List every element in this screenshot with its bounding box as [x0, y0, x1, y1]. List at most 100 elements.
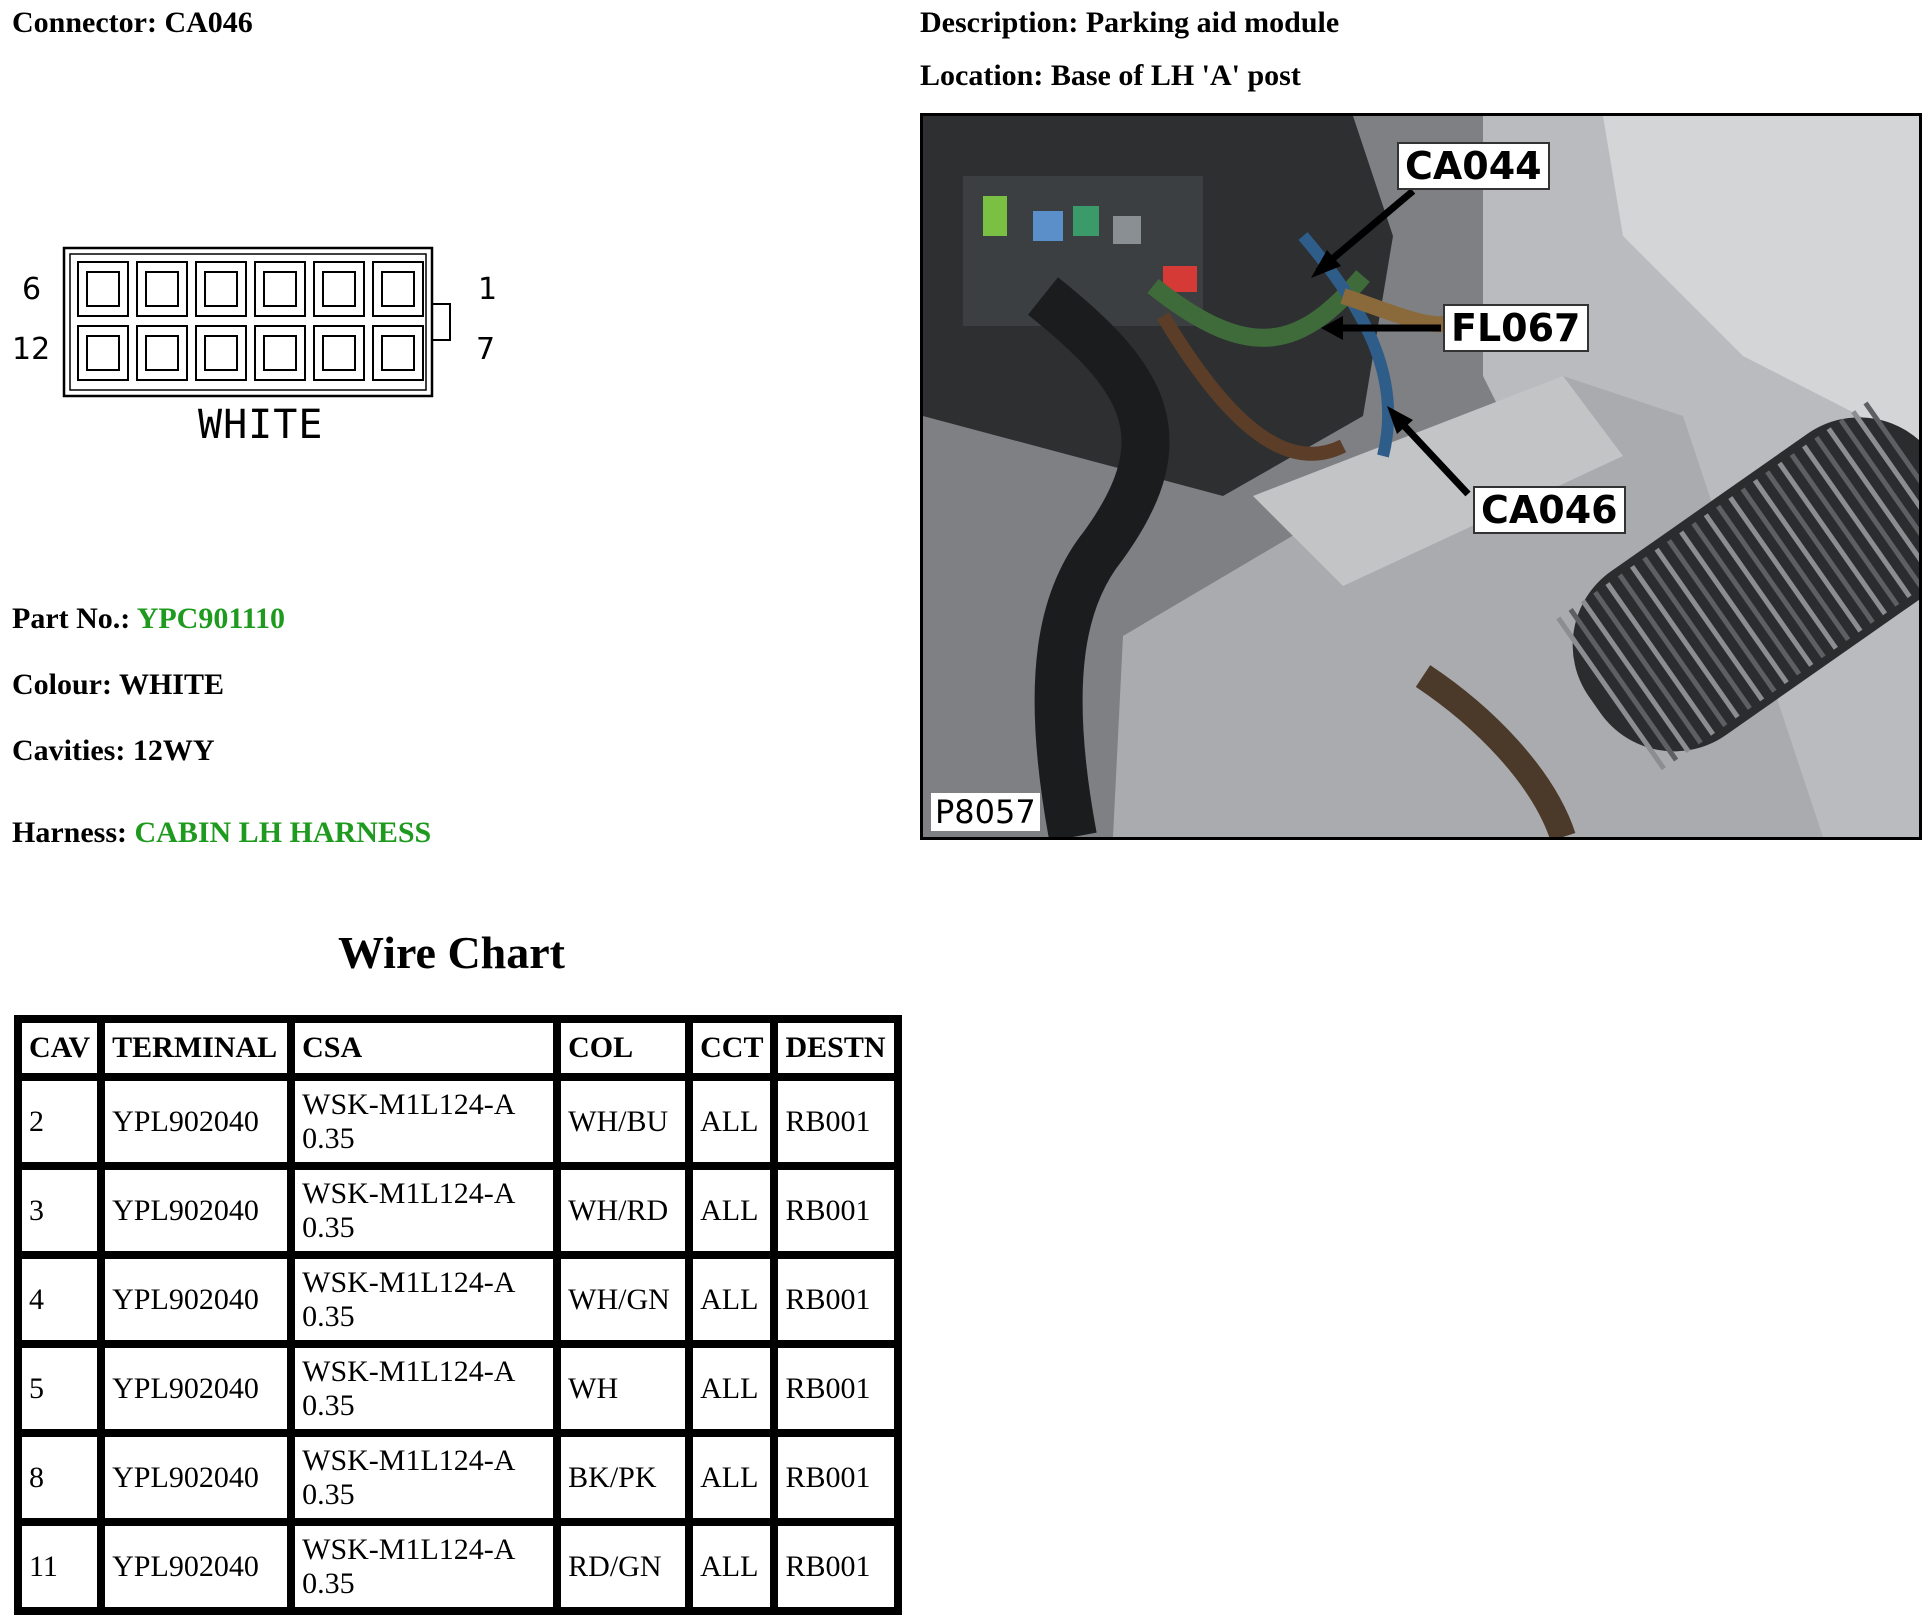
header-destn: DESTN [774, 1019, 898, 1077]
part-no-label: Part No.: [12, 602, 131, 635]
pin-label-7: 7 [476, 332, 496, 367]
connector-cavity-inner [204, 335, 238, 371]
cell-cav: 2 [18, 1077, 102, 1166]
tube-rib [1716, 504, 1826, 659]
part-no-link[interactable]: YPC901110 [136, 602, 286, 635]
connector-cavity-inner [86, 271, 120, 307]
callout-fl067: FL067 [1443, 304, 1589, 352]
tube-rib [1765, 470, 1875, 624]
cell-csa-size: 0.35 [302, 1388, 355, 1422]
cell-csa-size: 0.35 [302, 1566, 355, 1600]
cell-csa-spec: WSK-M1L124-A [302, 1176, 516, 1210]
cavities-label: Cavities: [12, 734, 126, 767]
cell-terminal: YPL902040 [101, 1166, 292, 1255]
connector-cavity-inner [145, 335, 179, 371]
tube-ribs [1556, 401, 1919, 771]
connector-cavity-inner [381, 335, 415, 371]
connector-cavity-inner [263, 271, 297, 307]
cell-cav: 8 [18, 1433, 102, 1522]
connector-cavity-inner [322, 335, 356, 371]
header-terminal: TERMINAL [101, 1019, 292, 1077]
cell-cav: 5 [18, 1344, 102, 1433]
colour-label: Colour: [12, 668, 112, 701]
connector-colour-label: WHITE [198, 402, 324, 448]
callout-ca046: CA046 [1473, 486, 1626, 534]
cavities-value: 12WY [132, 734, 215, 767]
cell-csa-spec: WSK-M1L124-A [302, 1443, 516, 1477]
cell-destn: RB001 [774, 1255, 898, 1344]
cell-terminal: YPL902040 [101, 1077, 292, 1166]
callout-ca044: CA044 [1397, 142, 1550, 190]
header-cct: CCT [689, 1019, 775, 1077]
connector-cavity [77, 325, 129, 381]
part-no-line: Part No.: YPC901110 [12, 602, 285, 636]
tube-rib [1568, 607, 1679, 762]
cavity-grid [77, 261, 424, 381]
tube-rib [1629, 564, 1740, 719]
cell-cct: ALL [689, 1344, 775, 1433]
photo-illustration [923, 116, 1919, 837]
connector-heading: Connector: CA046 [12, 6, 253, 40]
cell-cav: 4 [18, 1255, 102, 1344]
cell-terminal: YPL902040 [101, 1255, 292, 1344]
cell-col: WH/BU [557, 1077, 690, 1166]
tube-rib [1642, 556, 1752, 710]
cell-cct: ALL [689, 1255, 775, 1344]
header-csa: CSA [291, 1019, 558, 1077]
tube-rib [1752, 478, 1863, 633]
connector-cavity-inner [204, 271, 238, 307]
cell-cct: ALL [689, 1522, 775, 1611]
cell-destn: RB001 [774, 1344, 898, 1433]
connector-label: Connector: [12, 6, 157, 39]
tube-rib [1556, 616, 1666, 771]
connector-cavity [372, 325, 424, 381]
tube-rib [1740, 487, 1851, 642]
connector-cavity [77, 261, 129, 317]
harness-line: Harness: CABIN LH HARNESS [12, 816, 431, 850]
cell-csa-size: 0.35 [302, 1299, 355, 1333]
cell-csa-size: 0.35 [302, 1210, 355, 1244]
pin-label-1: 1 [478, 272, 498, 307]
description-value: Parking aid module [1085, 6, 1340, 39]
location-photo: CA044 FL067 CA046 P8057 [920, 113, 1922, 840]
pin-label-12: 12 [12, 332, 51, 367]
cell-terminal: YPL902040 [101, 1344, 292, 1433]
cell-csa-spec: WSK-M1L124-A [302, 1265, 516, 1299]
cell-col: WH [557, 1344, 690, 1433]
tube-rib [1679, 530, 1789, 685]
cell-destn: RB001 [774, 1433, 898, 1522]
tube-rib [1814, 435, 1919, 590]
connector-cavity [195, 261, 247, 317]
header-cav: CAV [18, 1019, 102, 1077]
cell-col: WH/GN [557, 1255, 690, 1344]
tube-rib [1617, 573, 1728, 728]
connector-cavity-inner [322, 271, 356, 307]
tube-rib [1863, 401, 1919, 556]
cell-terminal: YPL902040 [101, 1522, 292, 1611]
tube-rib [1666, 539, 1777, 693]
connector-cavity [313, 325, 365, 381]
cell-cav: 11 [18, 1522, 102, 1611]
tube-rib [1605, 582, 1716, 736]
harness-link[interactable]: CABIN LH HARNESS [134, 816, 432, 849]
tube-rib [1838, 418, 1919, 573]
photo-code: P8057 [931, 793, 1040, 831]
connector-face-diagram [62, 246, 451, 398]
tube-rib [1826, 427, 1919, 581]
wire-chart-header-row: CAV TERMINAL CSA COL CCT DESTN [18, 1019, 898, 1077]
tube-rib [1851, 410, 1919, 564]
cell-cct: ALL [689, 1077, 775, 1166]
connector-cavity [372, 261, 424, 317]
